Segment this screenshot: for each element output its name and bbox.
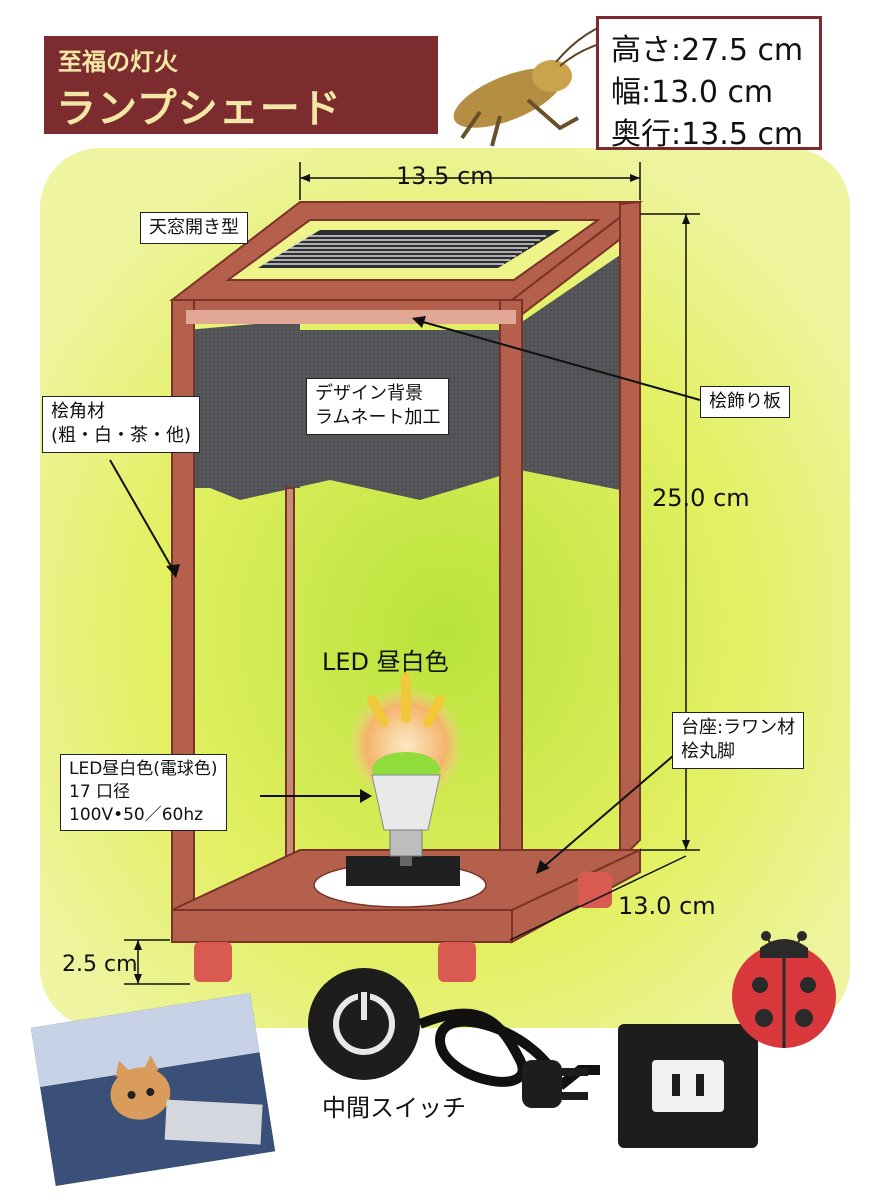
- title-banner: 至福の灯火 ランプシェード: [44, 36, 438, 134]
- led-spec-line-1: LED昼白色(電球色): [69, 759, 218, 779]
- hinoki-square-line-1: 桧角材: [51, 401, 105, 422]
- skylight-label: 天窓開き型: [140, 212, 248, 245]
- design-background-line-2: ラムネート加工: [315, 407, 441, 429]
- wall-outlet-icon: [618, 1024, 758, 1148]
- base-material-label: 台座:ラワン材 桧丸脚: [672, 712, 805, 769]
- dimension-width: 幅:13.0 cm: [611, 75, 774, 110]
- switch-label: 中間スイッチ: [322, 1094, 466, 1122]
- leg-front-left: [194, 942, 232, 982]
- base-material-line-1: 台座:ラワン材: [681, 717, 796, 738]
- measure-height: 25.0 cm: [652, 484, 750, 512]
- measure-top-width: 13.5 cm: [396, 162, 494, 190]
- plug-icon: [522, 1060, 588, 1108]
- base-material-line-2: 桧丸脚: [681, 741, 735, 763]
- title-subtitle: 至福の灯火: [58, 47, 178, 76]
- ladybug-icon: [732, 931, 836, 1048]
- led-bulb-icon: [348, 673, 464, 866]
- skylight-louvre: [258, 230, 560, 268]
- kitten-photo: [30, 993, 276, 1186]
- hinoki-board-label: 桧飾り板: [700, 386, 790, 419]
- leg-front-right: [438, 942, 476, 982]
- hinoki-square-line-2: (粗・白・茶・他): [51, 425, 192, 447]
- led-top-label: LED 昼白色: [322, 648, 449, 676]
- dimensions-box: 高さ:27.5 cm 幅:13.0 cm 奥行:13.5 cm: [596, 16, 822, 152]
- dimension-height: 高さ:27.5 cm: [611, 33, 804, 68]
- hinoki-square-label: 桧角材 (粗・白・茶・他): [42, 396, 201, 453]
- wood-frame: [169, 199, 643, 944]
- measure-side-width: 13.0 cm: [618, 892, 716, 920]
- socket-block: [346, 856, 460, 886]
- base-oval: [313, 862, 487, 908]
- leg-back-right: [578, 872, 612, 908]
- led-spec-label: LED昼白色(電球色) 17 口径 100V•50／60hz: [60, 754, 227, 831]
- power-switch-icon: [308, 968, 420, 1080]
- design-background-line-1: デザイン背景: [315, 383, 423, 404]
- title-main: ランプシェード: [56, 85, 342, 132]
- design-background-label: デザイン背景 ラムネート加工: [306, 378, 450, 435]
- led-spec-line-2: 17 口径: [69, 781, 131, 802]
- glow-background: [40, 148, 850, 1028]
- dimension-depth: 奥行:13.5 cm: [611, 117, 804, 152]
- measure-leg: 2.5 cm: [62, 952, 138, 977]
- led-spec-line-3: 100V•50／60hz: [69, 804, 204, 825]
